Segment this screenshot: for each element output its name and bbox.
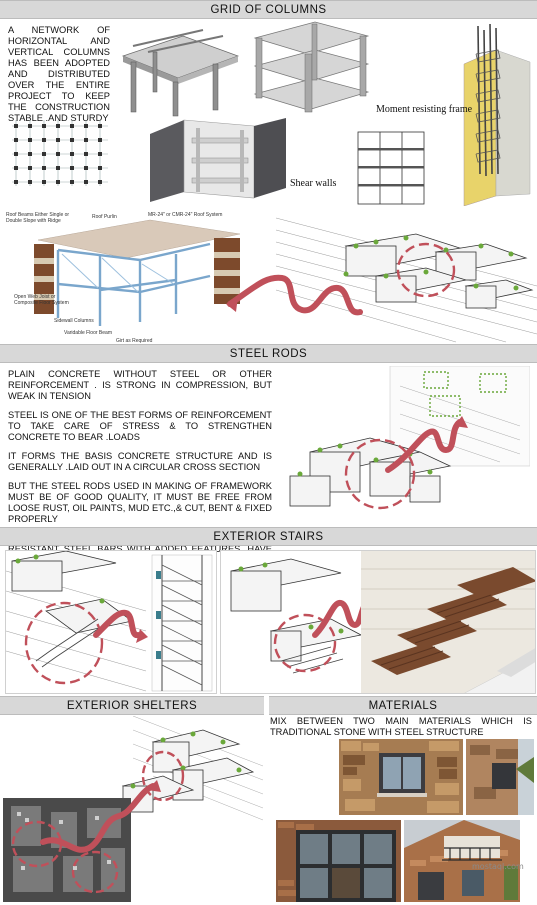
shear-walls-caption: Shear walls (290, 178, 337, 189)
label-web-joist: Open Web Joist or Composite Floor System (14, 294, 69, 306)
section-title: STEEL RODS (229, 347, 308, 360)
steel-paragraph-4: BUT THE STEEL RODS USED IN MAKING OF FRA… (8, 481, 272, 524)
steel-paragraph-1: PLAIN CONCRETE WITHOUT STEEL OR OTHER RE… (8, 369, 272, 401)
label-sidewall-columns: Sidewall Columns (54, 318, 94, 324)
section-title: EXTERIOR SHELTERS (66, 699, 198, 712)
shelters-image (3, 716, 263, 902)
section-header-steel: STEEL RODS (0, 344, 537, 363)
elevation-sketch (357, 131, 425, 205)
material-balcony-photo (404, 820, 520, 902)
label-floor-beam: Varidable Floor Beam (64, 330, 112, 336)
label-roof-beams: Roof Beams Either Single or Double Slope… (6, 212, 70, 224)
steel-paragraph-2: STEEL IS ONE OF THE BEST FORMS OF REINFO… (8, 410, 272, 442)
material-steel-window-photo (276, 820, 401, 902)
section-header-shelters: EXTERIOR SHELTERS (0, 696, 264, 715)
stairs-image-right (220, 550, 536, 694)
isometric-site-sketch (226, 217, 537, 343)
column-beam-frame-illustration (121, 29, 240, 117)
steel-rods-site-sketch (289, 366, 530, 510)
stairs-image-left (5, 550, 217, 694)
section-header-grid: GRID OF COLUMNS (0, 0, 537, 19)
moment-frame-caption: Moment resisting frame (376, 104, 473, 115)
steel-roof-system-diagram (34, 219, 241, 326)
materials-description: MIX BETWEEN TWO MAIN MATERIALS WHICH IS … (270, 716, 532, 737)
shear-wall-building-illustration (150, 118, 286, 202)
grid-description: A NETWORK OF HORIZONTAL AND VERTICAL COL… (8, 25, 110, 123)
section-title: EXTERIOR STAIRS (213, 530, 324, 543)
label-roof-system: MR-24" or CMR-24" Roof System (148, 212, 223, 218)
column-grid-diagram (12, 120, 108, 186)
section-title: GRID OF COLUMNS (210, 3, 327, 16)
section-header-materials: MATERIALS (269, 696, 537, 715)
steel-paragraph-3: IT FORMS THE BASIS CONCRETE STRUCTURE AN… (8, 451, 272, 472)
watermark: mostaql.com (472, 862, 524, 871)
label-girt: Girt as Required (116, 338, 153, 344)
label-roof-purlin: Roof Purlin (92, 214, 117, 220)
material-facade-photo (466, 739, 534, 815)
multistorey-frame-illustration (253, 21, 370, 113)
rebar-column-illustration (463, 24, 531, 206)
section-header-stairs: EXTERIOR STAIRS (0, 527, 537, 546)
section-title: MATERIALS (368, 699, 438, 712)
material-stone-wall-photo (339, 739, 463, 815)
